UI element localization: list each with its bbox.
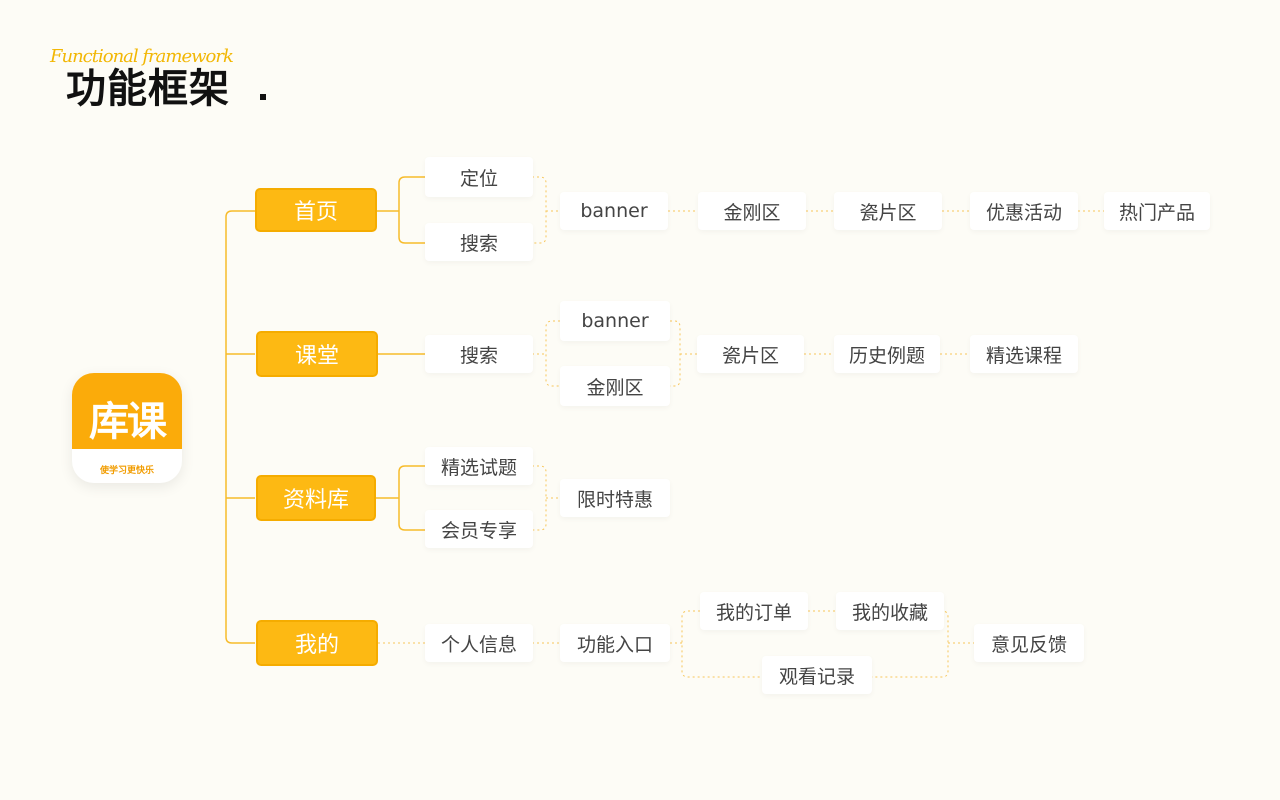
title-dot [260, 94, 266, 100]
node-class-tile[interactable]: 瓷片区 [697, 335, 804, 373]
trunk-line [225, 210, 255, 644]
node-mine-entry[interactable]: 功能入口 [560, 624, 670, 662]
node-home-banner[interactable]: banner [560, 192, 668, 230]
library-fork [398, 465, 425, 531]
node-mine-feedback[interactable]: 意见反馈 [974, 624, 1084, 662]
node-class-banner[interactable]: banner [560, 301, 670, 341]
node-home-location[interactable]: 定位 [425, 157, 533, 197]
class-split [545, 320, 560, 387]
logo-slogan: 使学习更快乐 [99, 466, 154, 476]
title-block: Functional framework 功能框架 [48, 40, 448, 120]
node-home-tile[interactable]: 瓷片区 [834, 192, 942, 230]
node-library[interactable]: 资料库 [256, 475, 376, 521]
node-mine-history[interactable]: 观看记录 [762, 656, 872, 694]
node-class-search[interactable]: 搜索 [425, 335, 533, 373]
node-home-promo[interactable]: 优惠活动 [970, 192, 1078, 230]
library-merge [532, 465, 547, 531]
node-mine-orders[interactable]: 我的订单 [700, 592, 808, 630]
node-home[interactable]: 首页 [255, 188, 377, 232]
node-mine-info[interactable]: 个人信息 [425, 624, 533, 662]
node-class-history[interactable]: 历史例题 [834, 335, 940, 373]
node-class-courses[interactable]: 精选课程 [970, 335, 1078, 373]
class-merge [670, 320, 681, 387]
node-lib-member[interactable]: 会员专享 [425, 510, 533, 548]
node-home-search[interactable]: 搜索 [425, 223, 533, 261]
page-subtitle: Functional framework [50, 46, 234, 67]
node-lib-questions[interactable]: 精选试题 [425, 447, 533, 485]
node-home-hot[interactable]: 热门产品 [1104, 192, 1210, 230]
node-class[interactable]: 课堂 [256, 331, 378, 377]
node-mine[interactable]: 我的 [256, 620, 378, 666]
node-home-jingang[interactable]: 金刚区 [698, 192, 806, 230]
logo-text: 库课 [89, 399, 167, 445]
home-fork [398, 176, 425, 244]
node-lib-limited[interactable]: 限时特惠 [560, 479, 670, 517]
home-merge [532, 176, 547, 244]
page-title: 功能框架 [66, 66, 230, 112]
app-logo: 库课 使学习更快乐 [72, 373, 182, 483]
node-class-jingang[interactable]: 金刚区 [560, 366, 670, 406]
node-mine-favorites[interactable]: 我的收藏 [836, 592, 944, 630]
logo-book-shape [72, 373, 182, 449]
